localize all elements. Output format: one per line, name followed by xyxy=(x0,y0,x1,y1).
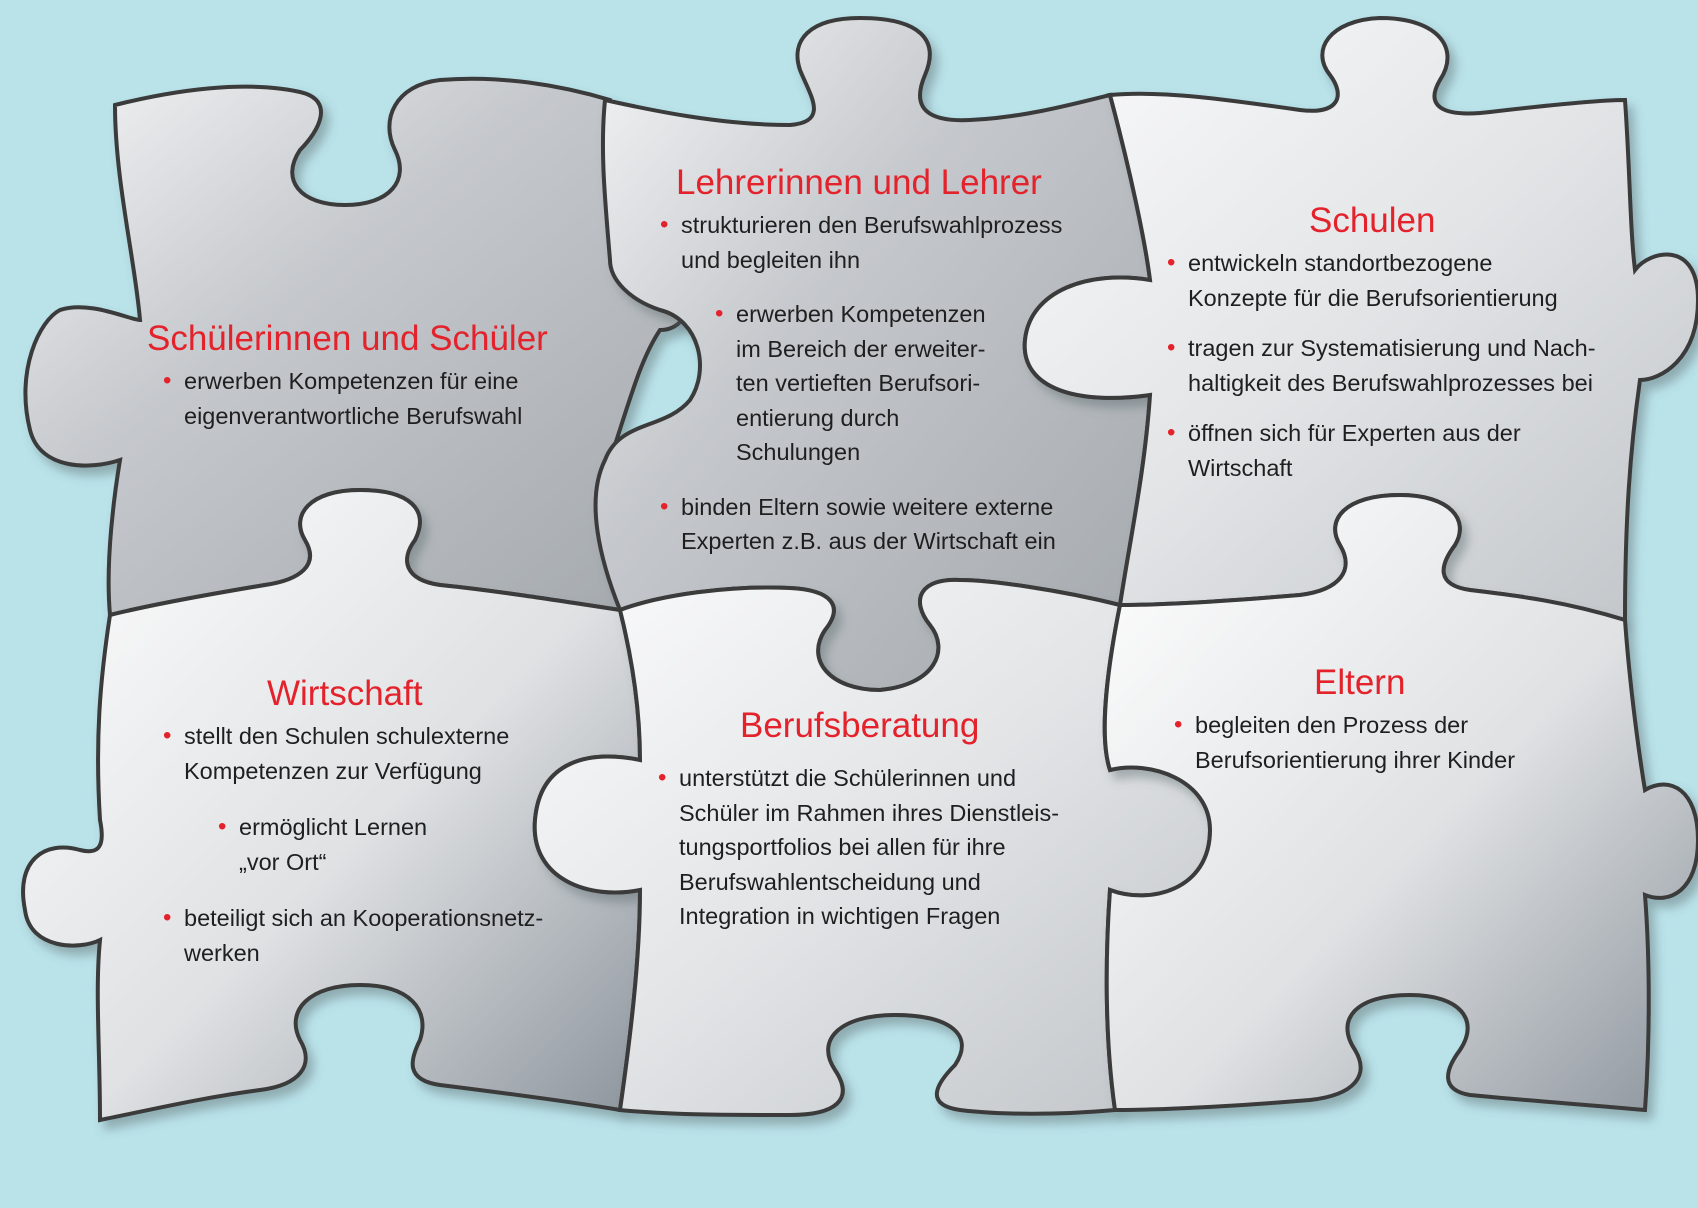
wirtschaft-text: Wirtschaft stellt den Schulen schulexter… xyxy=(163,673,603,986)
piece-eltern xyxy=(1102,492,1698,1113)
eltern-text: Eltern begleiten den Prozess der Berufso… xyxy=(1174,662,1634,793)
lehrer-list: strukturieren den Berufswahlprozess und … xyxy=(660,208,1120,559)
wirtschaft-item: stellt den Schulen schulexterne Kompeten… xyxy=(163,719,603,788)
schueler-text: Schülerinnen und Schüler erwerben Kompet… xyxy=(147,318,587,449)
schueler-title: Schülerinnen und Schüler xyxy=(147,319,548,358)
berufsberatung-text: Berufsberatung unterstützt die Schülerin… xyxy=(658,705,1098,950)
wirtschaft-item: beteiligt sich an Kooperationsnetz- werk… xyxy=(163,901,603,970)
eltern-list: begleiten den Prozess der Berufsorientie… xyxy=(1174,708,1634,777)
schueler-list: erwerben Kompetenzen für eine eigenveran… xyxy=(147,364,587,433)
schulen-title: Schulen xyxy=(1309,201,1436,240)
berufsberatung-list: unterstützt die Schülerinnen und Schüler… xyxy=(658,761,1098,934)
lehrer-item: erwerben Kompetenzen im Bereich der erwe… xyxy=(715,297,1120,470)
schulen-item: tragen zur Systematisierung und Nach- ha… xyxy=(1167,331,1647,400)
eltern-title: Eltern xyxy=(1314,663,1406,702)
schulen-item: öffnen sich für Experten aus der Wirtsch… xyxy=(1167,416,1647,485)
wirtschaft-item: ermöglicht Lernen „vor Ort“ xyxy=(218,810,603,879)
berufsberatung-item: unterstützt die Schülerinnen und Schüler… xyxy=(658,761,1098,934)
berufsberatung-title: Berufsberatung xyxy=(740,706,980,745)
schulen-text: Schulen entwickeln standortbezogene Konz… xyxy=(1167,200,1647,501)
schulen-list: entwickeln standortbezogene Konzepte für… xyxy=(1167,246,1647,485)
schueler-item: erwerben Kompetenzen für eine eigenveran… xyxy=(163,364,587,433)
wirtschaft-title: Wirtschaft xyxy=(267,674,423,713)
wirtschaft-list: stellt den Schulen schulexterne Kompeten… xyxy=(163,719,603,970)
lehrer-item: binden Eltern sowie weitere externe Expe… xyxy=(660,490,1120,559)
lehrer-item: strukturieren den Berufswahlprozess und … xyxy=(660,208,1120,277)
lehrer-text: Lehrerinnen und Lehrer strukturieren den… xyxy=(660,162,1120,575)
eltern-item: begleiten den Prozess der Berufsorientie… xyxy=(1174,708,1634,777)
lehrer-title: Lehrerinnen und Lehrer xyxy=(676,163,1042,202)
schulen-item: entwickeln standortbezogene Konzepte für… xyxy=(1167,246,1647,315)
